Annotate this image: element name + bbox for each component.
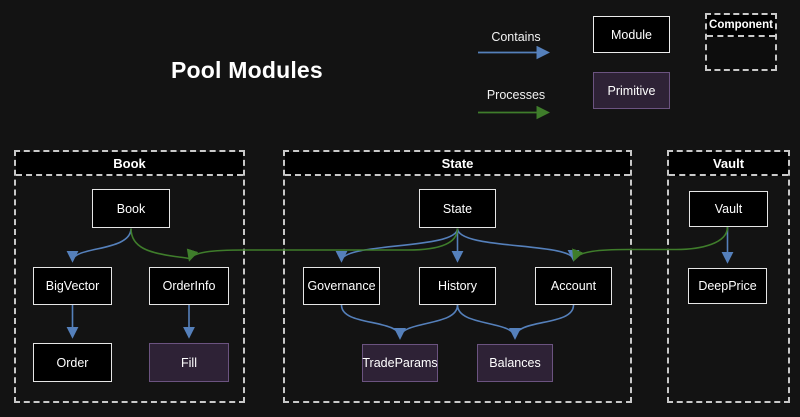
legend-component-box: Component xyxy=(705,13,777,71)
book-container-header: Book xyxy=(16,152,243,176)
node-orderinfo: OrderInfo xyxy=(149,267,229,305)
state-container: State xyxy=(283,150,632,403)
node-state: State xyxy=(419,189,496,228)
legend-component-label: Component xyxy=(707,15,775,37)
node-book: Book xyxy=(92,189,170,228)
legend-module-label: Module xyxy=(611,27,652,42)
node-order: Order xyxy=(33,343,112,382)
legend-primitive-box: Primitive xyxy=(593,72,670,109)
state-container-header: State xyxy=(285,152,630,176)
vault-container: Vault xyxy=(667,150,790,403)
page-title: Pool Modules xyxy=(171,57,323,83)
node-account: Account xyxy=(535,267,612,305)
node-history: History xyxy=(419,267,496,305)
legend-primitive-label: Primitive xyxy=(607,83,656,98)
node-fill: Fill xyxy=(149,343,229,382)
book-container: Book xyxy=(14,150,245,403)
node-deepprice: DeepPrice xyxy=(688,268,767,304)
legend-module-box: Module xyxy=(593,16,670,53)
node-governance: Governance xyxy=(303,267,380,305)
legend-contains-label: Contains xyxy=(491,30,541,44)
node-balances: Balances xyxy=(477,344,553,382)
node-bigvector: BigVector xyxy=(33,267,112,305)
node-vault: Vault xyxy=(689,191,768,227)
node-tradeparams: TradeParams xyxy=(362,344,438,382)
legend-processes-label: Processes xyxy=(486,88,546,102)
vault-container-header: Vault xyxy=(669,152,788,176)
